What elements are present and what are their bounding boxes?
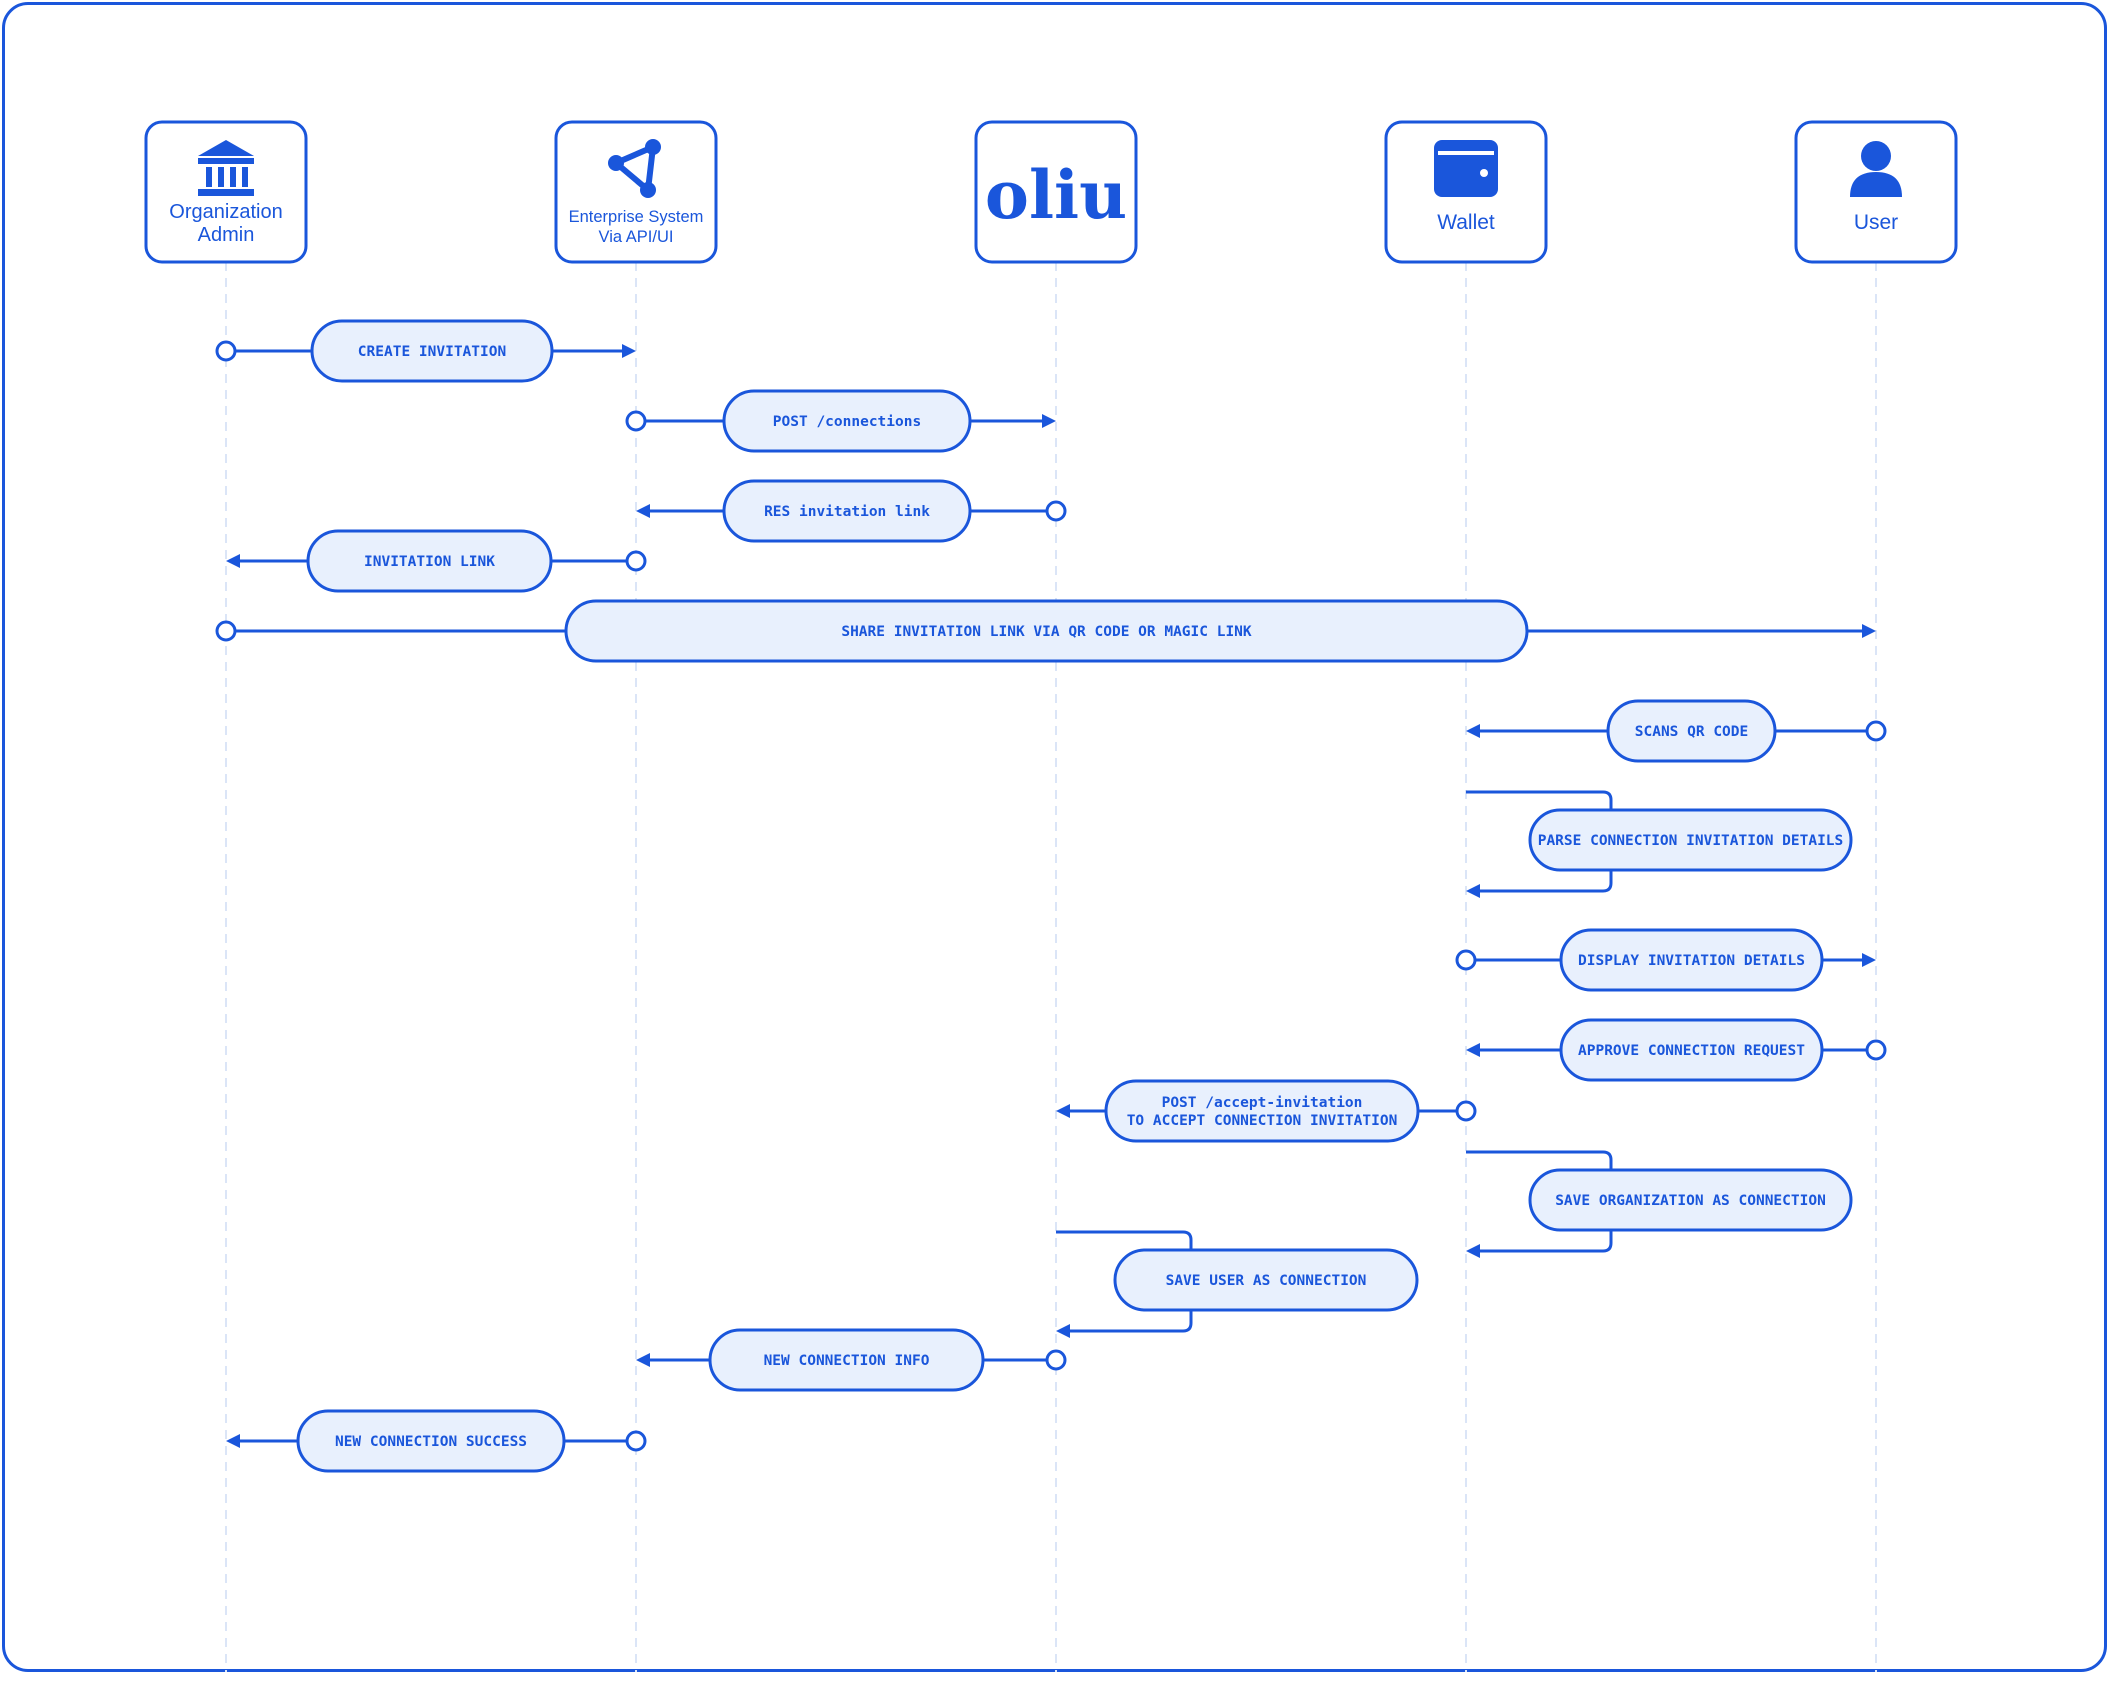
message-label: APPROVE CONNECTION REQUEST (1578, 1043, 1805, 1059)
message-label: NEW CONNECTION SUCCESS (335, 1434, 527, 1450)
arrow-head (636, 504, 650, 518)
actor-label: Organization (169, 201, 282, 223)
origin-dot (1865, 1039, 1887, 1061)
message-1: CREATE INVITATION (215, 319, 636, 383)
message-pill (722, 389, 972, 453)
message-label: DISPLAY INVITATION DETAILS (1578, 953, 1805, 969)
arrow-head (1862, 953, 1876, 967)
actor-oliu: oliu (974, 120, 1138, 264)
brand-logo: oliu (985, 156, 1127, 234)
message-pill (1559, 928, 1824, 992)
message-label: SAVE ORGANIZATION AS CONNECTION (1555, 1193, 1826, 1209)
actor-wallet: Wallet (1384, 120, 1548, 264)
actor-label: Via API/UI (599, 228, 674, 246)
message-2: POST /connections (625, 389, 1056, 453)
arrow-head (1042, 414, 1056, 428)
message-4: INVITATION LINK (226, 529, 647, 593)
message-3: RES invitation link (636, 479, 1067, 543)
message-pill (1113, 1248, 1419, 1312)
actor-label: Enterprise System (569, 208, 704, 226)
arrow-head (1466, 1244, 1480, 1258)
origin-dot (1045, 500, 1067, 522)
person-icon (1850, 141, 1902, 197)
message-5: SHARE INVITATION LINK VIA QR CODE OR MAG… (215, 599, 1876, 663)
wallet-icon (1434, 140, 1498, 197)
message-label: SCANS QR CODE (1635, 724, 1749, 740)
arrow-head (226, 1434, 240, 1448)
message-7: PARSE CONNECTION INVITATION DETAILS (1466, 790, 1853, 898)
message-pill (1528, 808, 1853, 872)
actor-label: Wallet (1437, 211, 1495, 234)
message-14: NEW CONNECTION SUCCESS (226, 1409, 647, 1473)
origin-dot (215, 620, 237, 642)
message-8: DISPLAY INVITATION DETAILS (1455, 928, 1876, 992)
arrow-head (1056, 1104, 1070, 1118)
message-13: NEW CONNECTION INFO (636, 1328, 1067, 1392)
message-9: APPROVE CONNECTION REQUEST (1466, 1018, 1887, 1082)
message-pill (306, 529, 553, 593)
message-label: SAVE USER AS CONNECTION (1166, 1273, 1367, 1289)
message-pill (1559, 1018, 1824, 1082)
origin-dot (215, 340, 237, 362)
origin-dot (625, 1430, 647, 1452)
message-pill (564, 599, 1529, 663)
arrow-head (1862, 624, 1876, 638)
origin-dot (625, 550, 647, 572)
message-pill (708, 1328, 985, 1392)
actor-label: User (1854, 211, 1898, 234)
origin-dot (625, 410, 647, 432)
network-icon (608, 139, 661, 198)
arrow-head (636, 1353, 650, 1367)
message-label: POST /accept-invitation (1162, 1095, 1363, 1111)
bank-icon (198, 140, 254, 196)
message-label: INVITATION LINK (364, 554, 495, 570)
message-label: NEW CONNECTION INFO (764, 1353, 930, 1369)
actor-label: Admin (198, 224, 255, 246)
arrow-head (622, 344, 636, 358)
message-6: SCANS QR CODE (1466, 699, 1887, 763)
message-label: PARSE CONNECTION INVITATION DETAILS (1538, 833, 1844, 849)
arrow-head (226, 554, 240, 568)
arrow-head (1466, 1043, 1480, 1057)
actor-box (554, 120, 718, 264)
origin-dot (1455, 949, 1477, 971)
message-pill (722, 479, 972, 543)
message-pill (1606, 699, 1777, 763)
message-label: CREATE INVITATION (358, 344, 506, 360)
actor-box (974, 120, 1138, 264)
message-label: SHARE INVITATION LINK VIA QR CODE OR MAG… (841, 624, 1252, 640)
message-pill (310, 319, 554, 383)
origin-dot (1045, 1349, 1067, 1371)
message-pill (296, 1409, 566, 1473)
actor-user: User (1794, 120, 1958, 264)
message-label: POST /connections (773, 414, 921, 430)
message-pill (1104, 1079, 1420, 1143)
message-10: POST /accept-invitation TO ACCEPT CONNECT… (1056, 1079, 1477, 1143)
message-11: SAVE ORGANIZATION AS CONNECTION (1466, 1150, 1853, 1258)
origin-dot (1865, 720, 1887, 742)
message-12: SAVE USER AS CONNECTION (1056, 1230, 1419, 1338)
message-label: RES invitation link (764, 504, 930, 520)
origin-dot (1455, 1100, 1477, 1122)
arrow-head (1466, 884, 1480, 898)
arrow-head (1466, 724, 1480, 738)
arrow-head (1056, 1324, 1070, 1338)
message-label: TO ACCEPT CONNECTION INVITATION (1127, 1113, 1398, 1129)
message-pill (1528, 1168, 1853, 1232)
